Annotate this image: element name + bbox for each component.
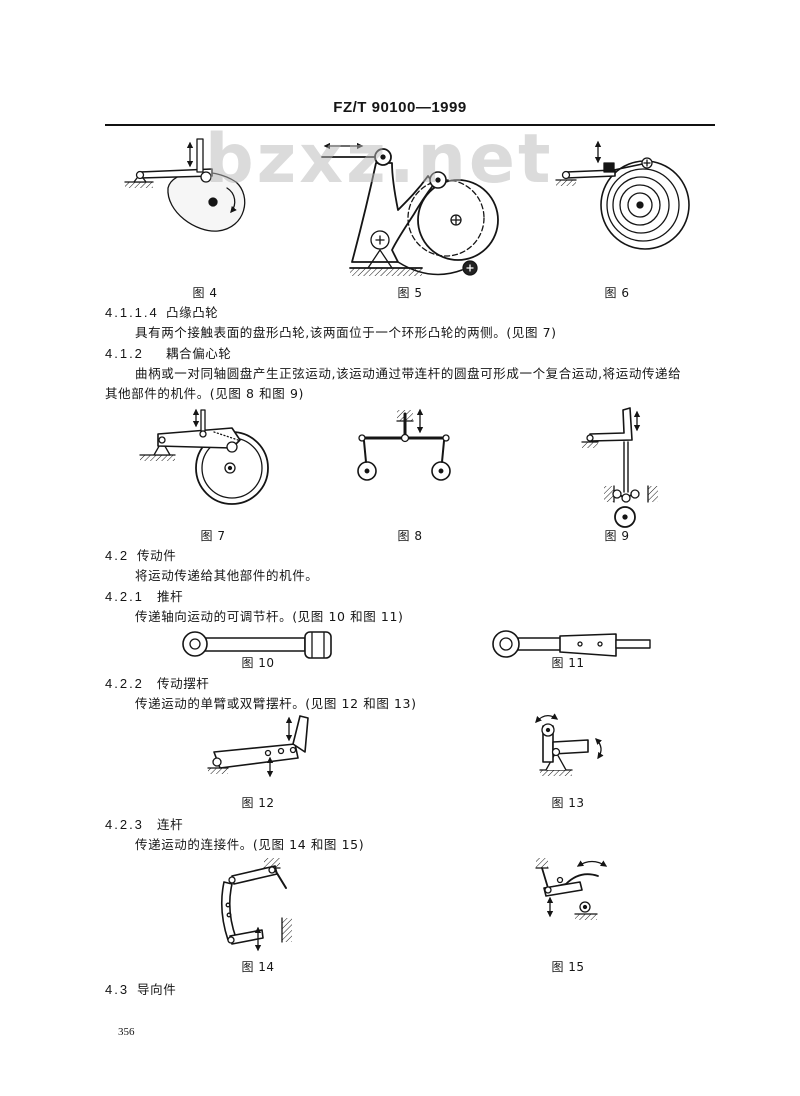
side-link xyxy=(220,881,237,941)
caption-figure-4: 图 4 xyxy=(192,286,218,300)
section-body: 传递运动的单臂或双臂摆杆。(见图 12 和图 13) xyxy=(135,696,417,711)
section-number: 4.1.1.4 xyxy=(105,305,159,320)
standard-code-header: FZ/T 90100—1999 xyxy=(333,99,467,116)
caption-figure-14: 图 14 xyxy=(241,960,275,974)
figure-4-drawing xyxy=(124,138,246,232)
caption-figure-6: 图 6 xyxy=(604,286,630,300)
figure-9-drawing xyxy=(581,407,658,528)
figure-11-drawing xyxy=(492,630,651,658)
section-body: 具有两个接触表面的盘形凸轮,该两面位于一个环形凸轮的两侧。(见图 7) xyxy=(135,325,557,340)
section-body-line-2: 其他部件的机件。(见图 8 和图 9) xyxy=(105,386,304,401)
section-number: 4.2.2 xyxy=(105,676,144,691)
section-title: 导向件 xyxy=(137,982,177,997)
section-title: 连杆 xyxy=(157,817,184,832)
rocker-lever xyxy=(589,407,633,442)
section-body: 传递运动的连接件。(见图 14 和图 15) xyxy=(135,837,365,852)
follower-roller xyxy=(226,441,238,453)
section-body: 将运动传递给其他部件的机件。 xyxy=(135,568,319,583)
adjusting-nut xyxy=(304,631,332,659)
eccentric-disc-left xyxy=(357,461,377,481)
section-number: 4.3 xyxy=(105,982,130,997)
watermark: bzxz.net xyxy=(205,120,554,199)
caption-figure-11: 图 11 xyxy=(551,656,585,670)
section-title: 传动件 xyxy=(137,548,177,563)
page-number: 356 xyxy=(118,1026,135,1038)
section-number: 4.1.2 xyxy=(105,346,144,361)
figure-10-drawing xyxy=(182,631,332,659)
flat-follower xyxy=(603,162,615,173)
section-body-line-1: 曲柄或一对同轴圆盘产生正弦运动,该运动通过带连杆的圆盘可形成一个复合运动,将运动… xyxy=(135,366,682,381)
caption-figure-13: 图 13 xyxy=(551,796,585,810)
eccentric-disc-right xyxy=(431,461,451,481)
caption-figure-5: 图 5 xyxy=(397,286,423,300)
lever xyxy=(543,881,583,897)
figure-5-drawing xyxy=(321,142,499,276)
figure-12-drawing xyxy=(207,715,309,778)
figure-13-drawing xyxy=(535,713,604,776)
rotation-arrow xyxy=(226,187,237,213)
section-number: 4.2 xyxy=(105,548,130,563)
figure-14-drawing xyxy=(220,858,292,952)
rod-sleeve xyxy=(559,633,617,657)
follower-roller xyxy=(200,171,212,183)
cam-hub xyxy=(208,197,218,207)
header-rule xyxy=(105,124,715,126)
caption-figure-7: 图 7 xyxy=(200,529,226,543)
push-rod xyxy=(196,138,204,173)
section-number: 4.2.3 xyxy=(105,817,144,832)
figure-8-drawing xyxy=(357,408,451,481)
section-title: 耦合偏心轮 xyxy=(166,346,232,361)
section-title: 凸缘凸轮 xyxy=(166,305,219,320)
caption-figure-10: 图 10 xyxy=(241,656,275,670)
figure-6-drawing xyxy=(555,140,690,250)
caption-figure-9: 图 9 xyxy=(604,529,630,543)
figure-7-drawing xyxy=(139,408,269,505)
caption-figure-15: 图 15 xyxy=(551,960,585,974)
section-number: 4.2.1 xyxy=(105,589,144,604)
rocker-arm xyxy=(213,743,299,769)
rod-eye xyxy=(182,631,208,657)
section-title: 推杆 xyxy=(157,589,184,604)
rod-shank xyxy=(204,637,306,652)
caption-figure-8: 图 8 xyxy=(397,529,423,543)
caption-figure-12: 图 12 xyxy=(241,796,275,810)
push-rod xyxy=(200,409,206,432)
figure-15-drawing xyxy=(535,858,608,920)
section-body: 传递轴向运动的可调节杆。(见图 10 和图 11) xyxy=(135,609,404,624)
rod-eye xyxy=(492,630,520,658)
section-title: 传动摆杆 xyxy=(157,676,210,691)
cam-disc xyxy=(417,179,499,261)
